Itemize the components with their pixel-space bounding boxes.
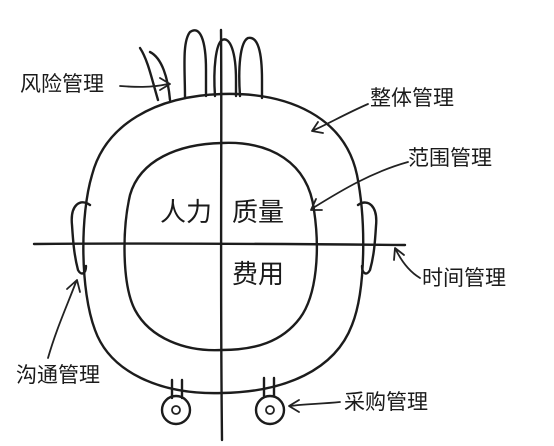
- left-ear: [70, 201, 92, 275]
- vertical-axis: [219, 28, 224, 442]
- human-resources-label: 人力: [160, 198, 213, 228]
- hair-stroke-left: [138, 46, 172, 102]
- quality-label: 质量: [232, 198, 285, 228]
- hair-stroke-mid: [183, 29, 208, 100]
- hair-stroke-center: [213, 38, 238, 98]
- time-management-label: 时间管理: [422, 266, 506, 290]
- hair-stroke-right: [238, 36, 264, 100]
- communication-management-label: 沟通管理: [16, 363, 100, 387]
- hair-strokes: [138, 29, 264, 102]
- risk-management-label: 风险管理: [20, 72, 104, 96]
- arrow-procurement: [288, 399, 341, 413]
- integration-management-label: 整体管理: [370, 86, 454, 110]
- arrow-communication: [47, 279, 81, 359]
- horizontal-axis: [32, 242, 407, 247]
- left-foot: [160, 378, 192, 426]
- arrow-time: [393, 247, 421, 279]
- arrow-integration: [311, 103, 369, 134]
- arrows: [47, 77, 421, 413]
- cost-label: 费用: [232, 260, 285, 290]
- procurement-management-label: 采购管理: [344, 390, 428, 414]
- arrow-risk: [119, 77, 171, 91]
- right-foot: [254, 376, 286, 426]
- scope-management-label: 范围管理: [408, 146, 492, 170]
- right-ear: [356, 201, 378, 275]
- arrow-scope: [310, 161, 409, 211]
